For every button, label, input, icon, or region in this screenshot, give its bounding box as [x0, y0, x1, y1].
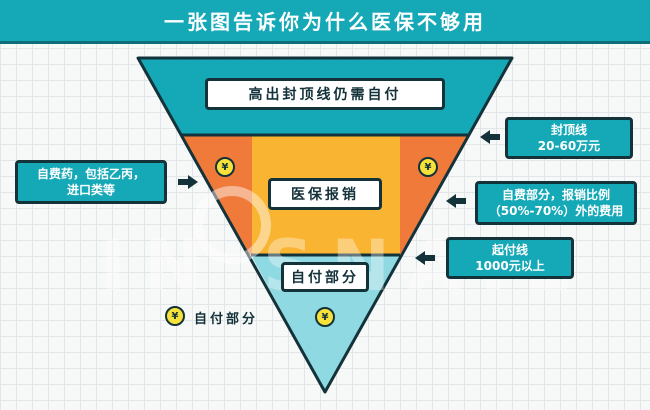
coin-icon-left: ¥ [215, 157, 235, 177]
deductible-callout: 起付线 1000元以上 [446, 237, 574, 279]
arrow-right-icon [178, 175, 198, 189]
middle-label-box: 医保报销 [268, 178, 382, 210]
bottom-label-text: 自付部分 [291, 270, 359, 286]
page-title: 一张图告诉你为什么医保不够用 [164, 10, 486, 34]
cap-line-callout: 封顶线 20-60万元 [505, 117, 633, 159]
legend-coin-icon: ¥ [165, 306, 185, 326]
coin-icon-right: ¥ [418, 157, 438, 177]
top-label-text: 高出封顶线仍需自付 [248, 87, 402, 103]
arrow-left-icon [415, 251, 435, 265]
header-banner: 一张图告诉你为什么医保不够用 [0, 0, 650, 44]
reimbursement-ratio-callout: 自费部分，报销比例 （50%-70%）外的费用 [475, 181, 637, 225]
top-label-box: 高出封顶线仍需自付 [205, 78, 445, 110]
middle-label-text: 医保报销 [291, 187, 359, 203]
legend-label: 自付部分 [194, 312, 259, 327]
coin-icon-bottom: ¥ [315, 307, 335, 327]
bottom-label-box: 自付部分 [281, 262, 369, 292]
arrow-left-icon [480, 130, 500, 144]
self-paid-drugs-callout: 自费药，包括乙丙， 进口类等 [15, 160, 167, 204]
arrow-left-icon [446, 194, 466, 208]
pyramid-outline [136, 56, 514, 394]
